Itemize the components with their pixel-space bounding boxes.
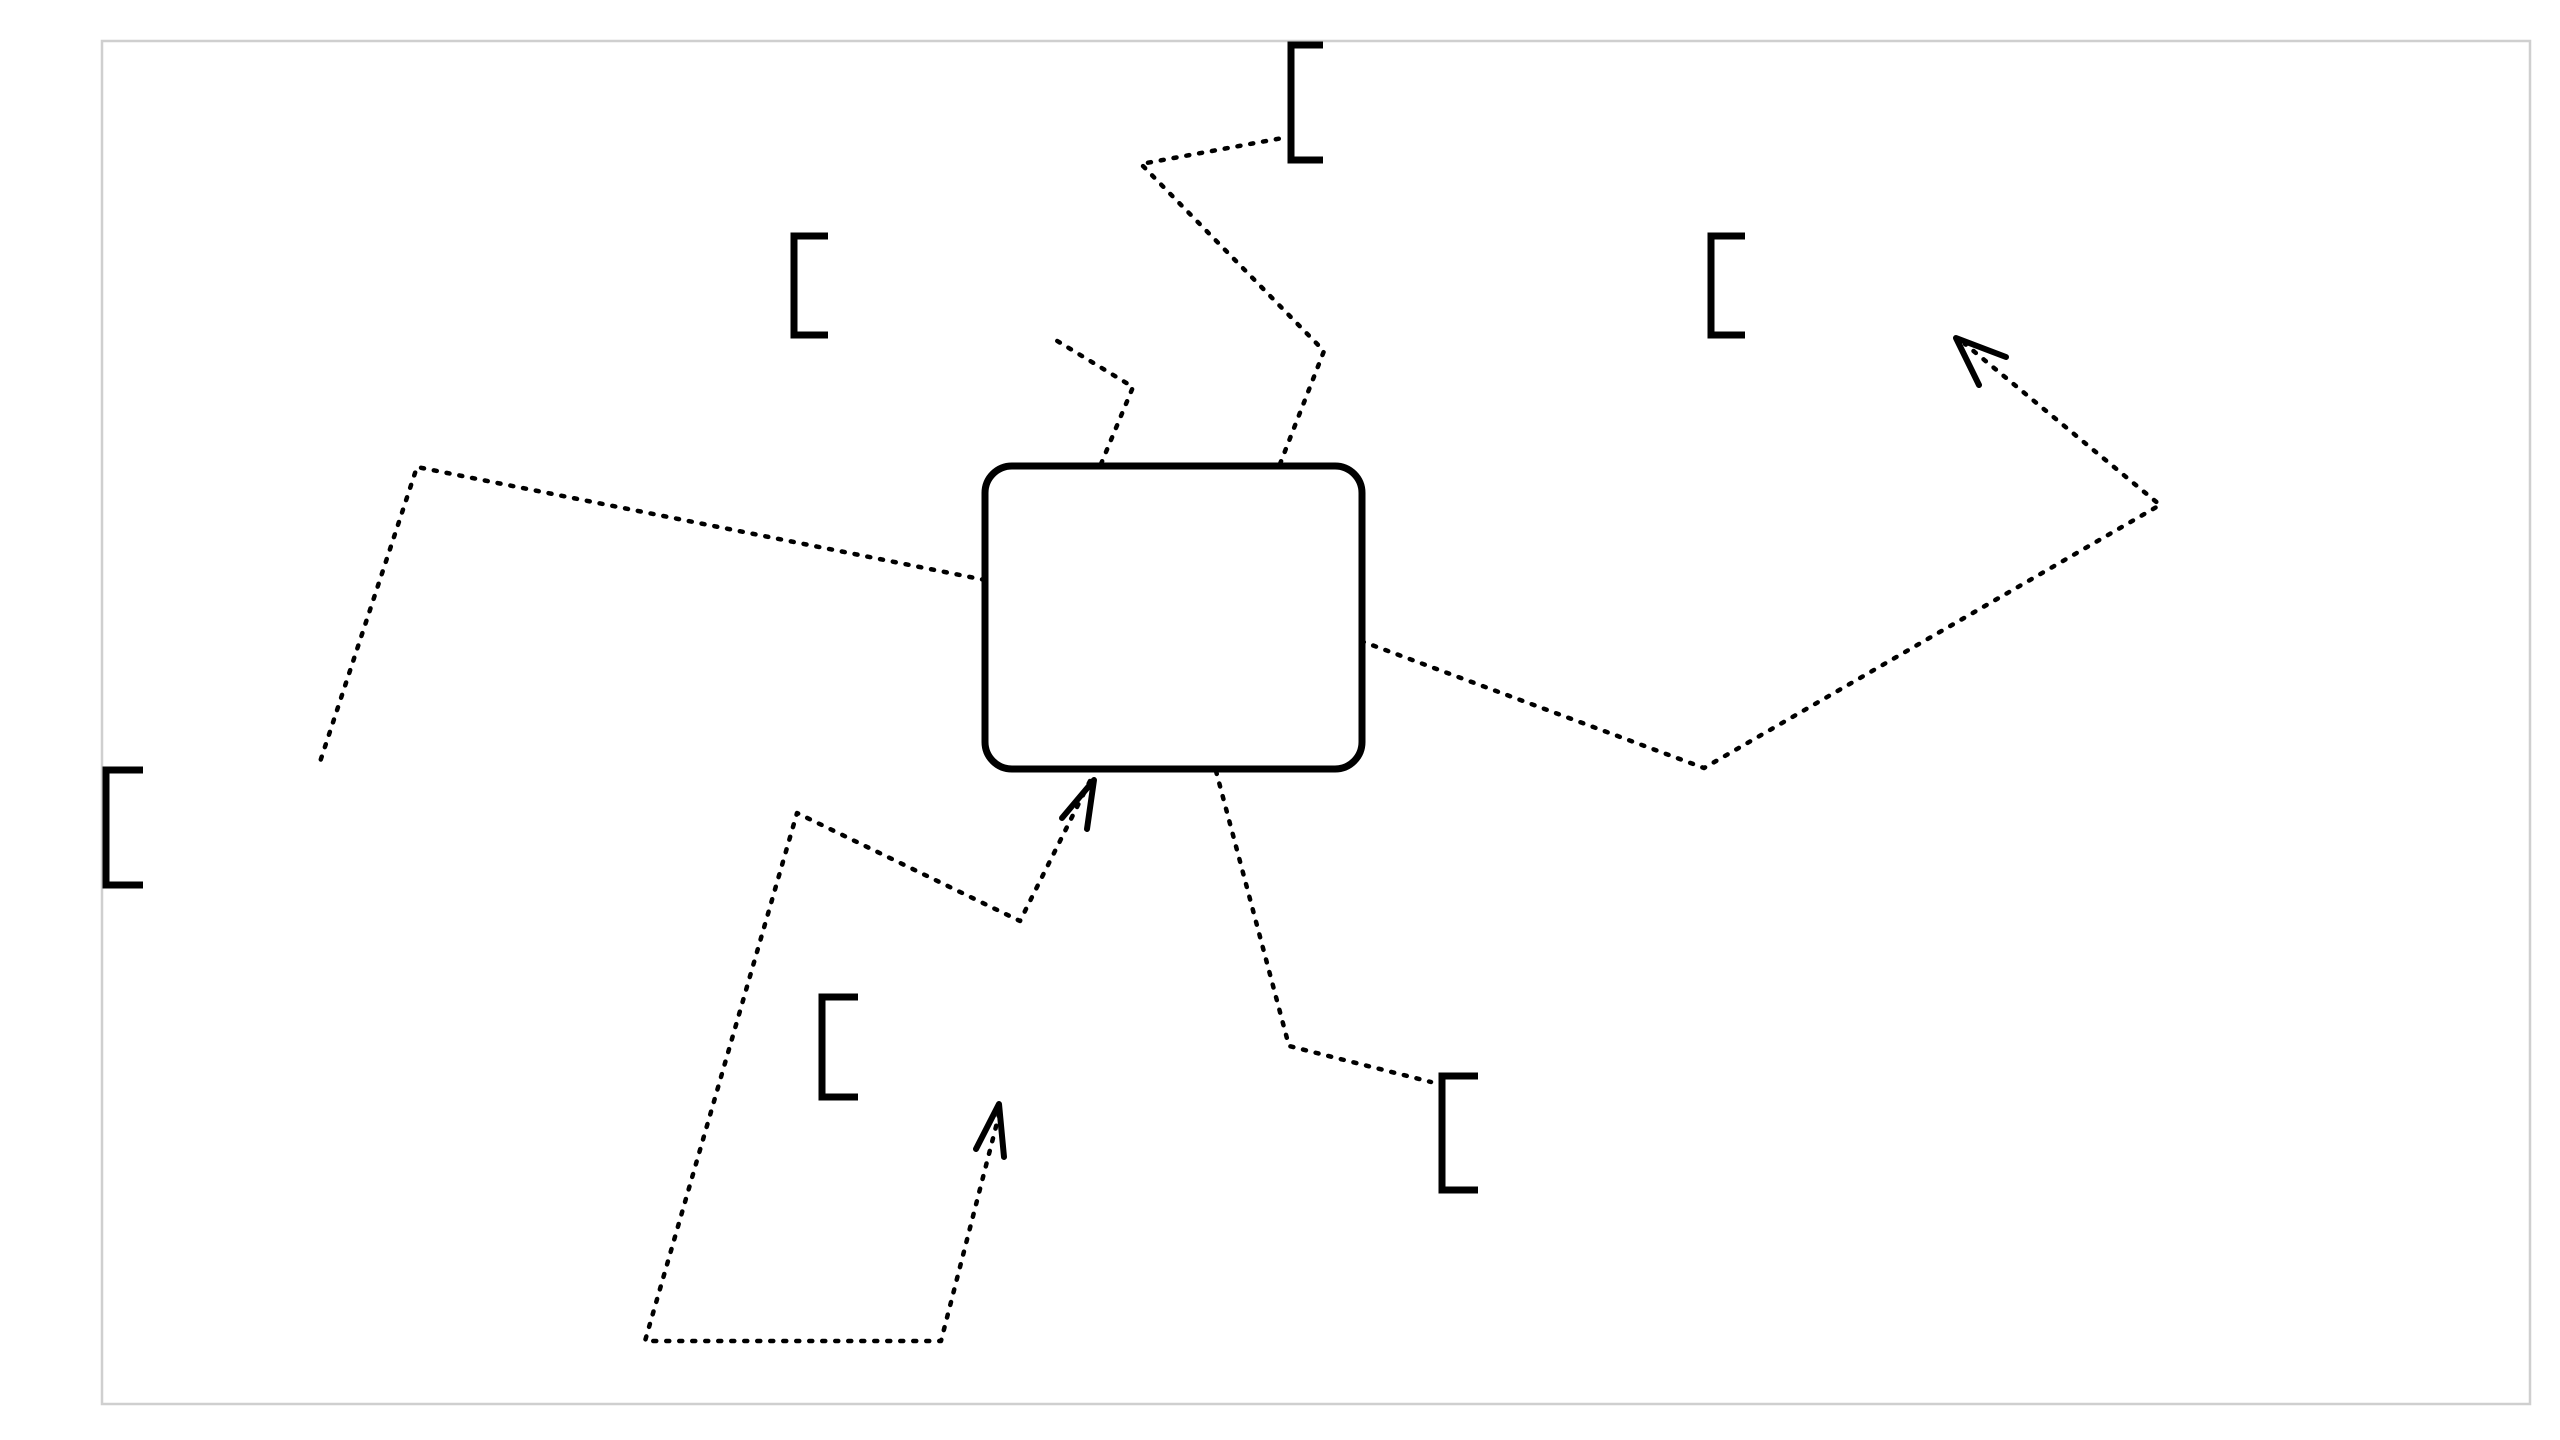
top-open-bracket-node <box>1287 41 1323 164</box>
left-open-bracket-node <box>102 766 143 889</box>
upper-right-open-bracket-node <box>1707 232 1745 339</box>
lower-left-open-bracket-node <box>818 993 858 1101</box>
connector-bottom <box>1213 768 1434 1085</box>
connector-lower-loop <box>642 778 1093 1344</box>
lower-center-open-bracket-node <box>1438 1072 1478 1194</box>
connector-top <box>1138 134 1327 467</box>
arrowhead-lower-floating <box>973 1101 1007 1160</box>
center-node <box>981 462 1366 773</box>
connector-upper-short <box>1051 336 1136 467</box>
upper-left-open-bracket-node <box>790 232 828 339</box>
arrowhead-into-center <box>1059 777 1097 832</box>
diagram-frame <box>100 39 2532 1406</box>
connector-right <box>1358 341 2163 771</box>
arrowhead-upper-right <box>1953 335 2009 388</box>
connector-left <box>315 464 988 771</box>
